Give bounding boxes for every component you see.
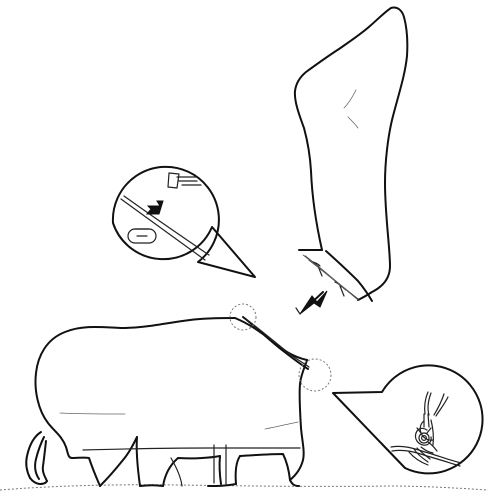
- ground-line: [0, 485, 488, 490]
- assembly-arrow: [300, 291, 327, 314]
- peg-detail-callout: [113, 167, 255, 277]
- knot-detail-callout: [333, 365, 483, 473]
- horse-head-piece: [295, 7, 407, 301]
- mini-arrow-icon: [296, 308, 300, 314]
- horse-tail: [26, 432, 47, 484]
- horse-body: [36, 318, 308, 486]
